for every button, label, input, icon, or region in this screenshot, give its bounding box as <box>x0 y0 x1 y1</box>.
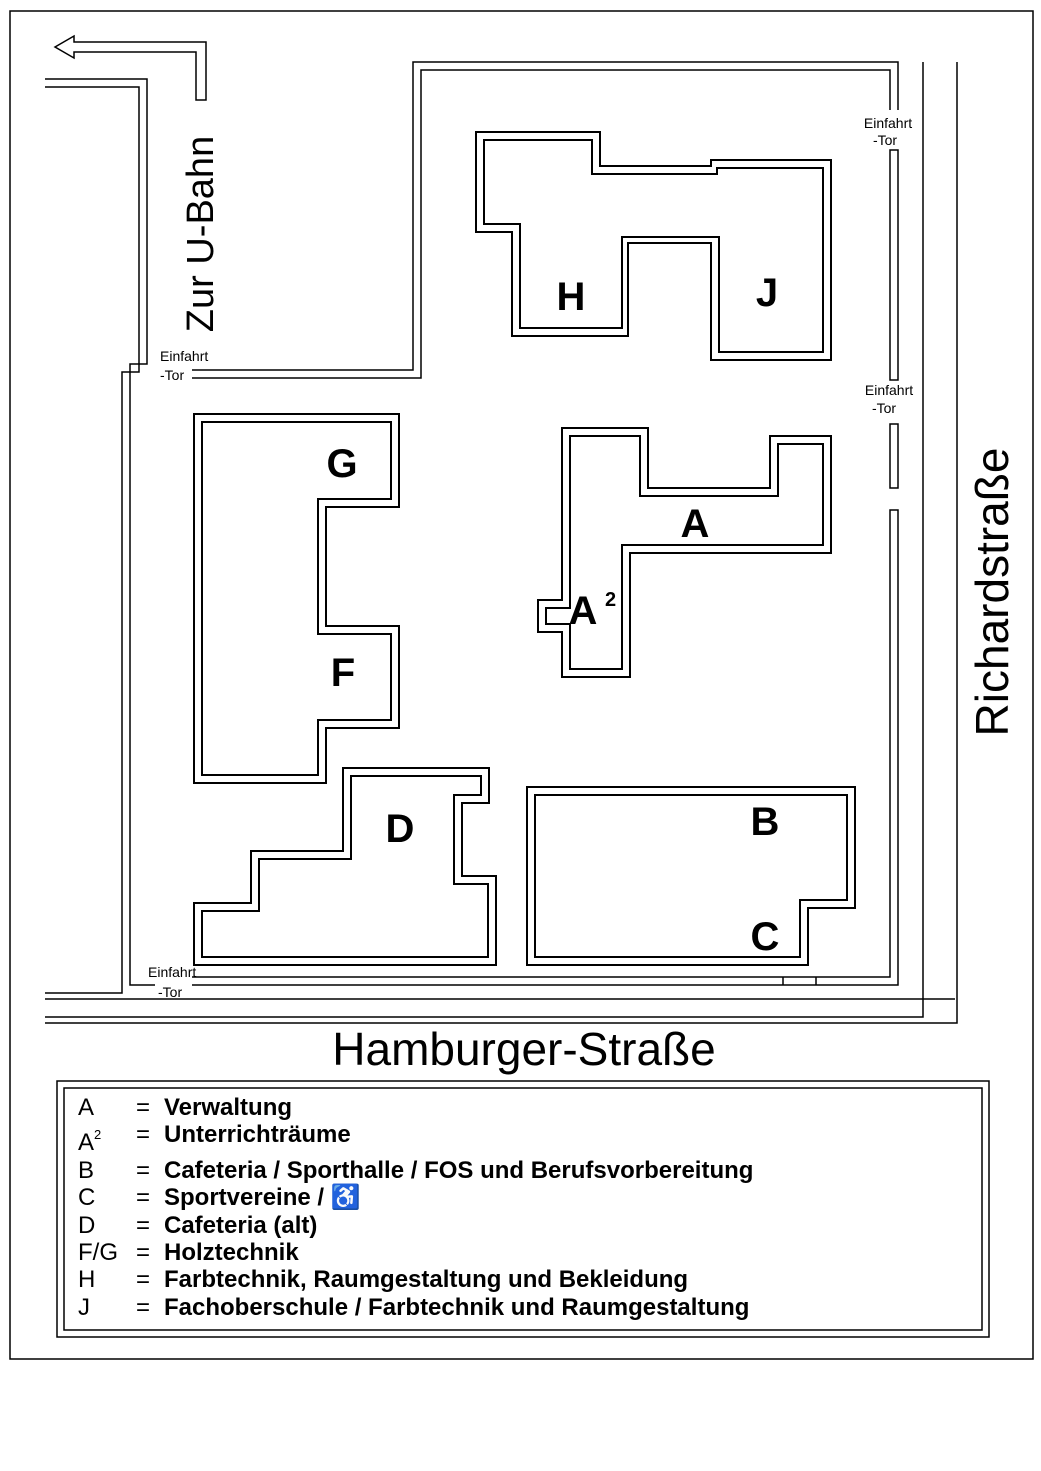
legend-key: J <box>78 1293 90 1321</box>
gate-left-line1: Einfahrt <box>160 348 208 364</box>
legend-eq: = <box>136 1094 151 1121</box>
gate-bottom-line1: Einfahrt <box>148 964 196 980</box>
legend-key: A2 <box>78 1127 102 1157</box>
legend-row: J = Fachoberschule / Farbtechnik und Raumg… <box>66 1294 966 1321</box>
building-b-c <box>526 786 856 966</box>
legend-key: B <box>78 1156 95 1184</box>
legend-key: F/G <box>78 1239 118 1267</box>
label-f: F <box>331 651 355 695</box>
legend-key: C <box>78 1184 96 1212</box>
building-f-g <box>193 413 400 784</box>
legend-row: F/G = Holztechnik <box>66 1239 966 1266</box>
legend-key: D <box>78 1211 96 1239</box>
legend-eq: = <box>136 1293 151 1321</box>
label-a2: A <box>569 589 598 633</box>
legend-key-sup: 2 <box>94 1127 102 1143</box>
building-a <box>537 427 832 678</box>
street-hamburger: Hamburger-Straße <box>332 1023 715 1075</box>
gate-bottom-line2: -Tor <box>158 984 182 1000</box>
ubahn-arrow <box>53 34 207 101</box>
label-a2-sup: 2 <box>605 589 616 611</box>
label-d: D <box>386 807 415 851</box>
label-g: G <box>326 442 357 486</box>
legend-desc: Cafeteria / Sporthalle / FOS und Berufsv… <box>164 1156 754 1184</box>
legend-key: H <box>78 1266 96 1294</box>
gate-right-line2: -Tor <box>872 400 896 416</box>
legend-eq: = <box>136 1184 151 1212</box>
legend-desc: Fachoberschule / Farbtechnik und Raumges… <box>164 1293 750 1321</box>
gate-left-line2: -Tor <box>160 367 184 383</box>
legend-desc: Farbtechnik, Raumgestaltung und Bekleidu… <box>164 1266 689 1294</box>
gate-right-line1: Einfahrt <box>865 382 913 398</box>
legend-row: C = Sportvereine / ♿ <box>66 1184 966 1211</box>
legend-eq: = <box>136 1266 151 1294</box>
building-h-j <box>475 131 832 361</box>
legend-eq: = <box>136 1211 151 1239</box>
label-j: J <box>756 271 778 315</box>
label-h: H <box>557 275 586 319</box>
ubahn-label: Zur U-Bahn <box>180 136 222 332</box>
label-b: B <box>751 800 780 844</box>
legend-row: A = Verwaltung <box>66 1094 966 1121</box>
legend-box-outer <box>56 1080 990 1338</box>
legend-row: H = Farbtechnik, Raumgestaltung und Beklei… <box>66 1266 966 1293</box>
legend-key: A <box>78 1094 95 1121</box>
legend-row: B = Cafeteria / Sporthalle / FOS und Beruf… <box>66 1157 966 1184</box>
legend-eq: = <box>136 1239 151 1267</box>
site-boundary <box>45 61 958 1024</box>
legend-row: D = Cafeteria (alt) <box>66 1212 966 1239</box>
map-frame <box>9 10 1034 1360</box>
legend-desc: Holztechnik <box>164 1239 299 1267</box>
legend-eq: = <box>136 1121 151 1149</box>
label-a: A <box>681 502 710 546</box>
gate-top-right-line2: -Tor <box>873 132 897 148</box>
gate-top-right-line1: Einfahrt <box>864 115 912 131</box>
legend-desc: Verwaltung <box>164 1094 293 1121</box>
legend-desc: Unterrichträume <box>164 1121 351 1149</box>
building-d <box>193 767 497 966</box>
street-richard: Richardstraße <box>966 448 1018 737</box>
label-c: C <box>751 915 780 959</box>
legend-desc: Sportvereine / ♿ <box>164 1184 361 1212</box>
legend-box-inner <box>63 1087 983 1331</box>
legend-desc: Cafeteria (alt) <box>164 1211 318 1239</box>
legend-eq: = <box>136 1156 151 1184</box>
legend-row: A2 = Unterrichträume <box>66 1121 966 1156</box>
